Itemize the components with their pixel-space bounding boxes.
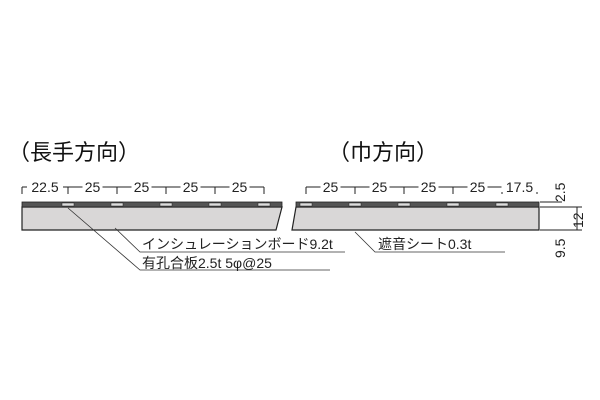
hole	[446, 202, 460, 207]
dim-short: 25	[323, 179, 339, 195]
dim-short: 17.5	[506, 179, 533, 195]
right-panel	[291, 201, 540, 231]
hole	[348, 202, 362, 207]
hole	[159, 202, 173, 207]
dim-bottom-thickness: 9.5	[552, 238, 568, 258]
dim-short: 25	[470, 179, 486, 195]
title-long-direction: （長手方向）	[8, 140, 140, 165]
dim-long: 25	[183, 179, 199, 195]
hole	[299, 202, 313, 207]
dim-short: 25	[372, 179, 388, 195]
hole	[61, 202, 75, 207]
hole	[495, 202, 509, 207]
dim-long: 22.5	[31, 179, 58, 195]
dim-top-thickness: 2.5	[552, 182, 568, 202]
hole	[257, 202, 271, 207]
dim-long: 25	[232, 179, 248, 195]
perforation-holes	[299, 202, 509, 207]
perforation-holes	[61, 202, 271, 207]
dim-long: 25	[85, 179, 101, 195]
label-sound-sheet: 遮音シート0.3t	[378, 236, 471, 252]
label-perforated-plywood: 有孔合板2.5t 5φ@25	[142, 255, 272, 271]
dim-total-thickness: 12	[570, 212, 586, 228]
hole	[397, 202, 411, 207]
dim-long: 25	[134, 179, 150, 195]
dim-short: 25	[421, 179, 437, 195]
left-panel	[21, 201, 283, 231]
hole	[208, 202, 222, 207]
label-insulation-board: インシュレーションボード9.2t	[142, 236, 333, 252]
title-short-direction: （巾方向）	[328, 140, 438, 165]
hole	[110, 202, 124, 207]
